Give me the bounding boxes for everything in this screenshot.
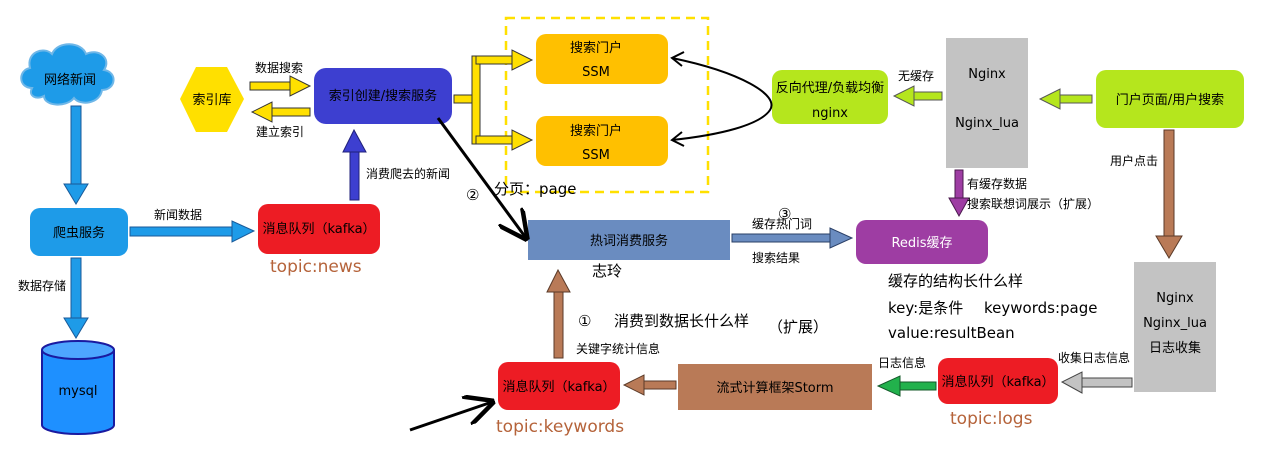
index-service-node: 索引创建/搜索服务 bbox=[314, 68, 452, 124]
arrow-log-info bbox=[876, 375, 937, 397]
index-store-label: 索引库 bbox=[192, 92, 231, 108]
index-service-label: 索引创建/搜索服务 bbox=[329, 88, 437, 104]
arrow-kafka-to-index-service bbox=[342, 128, 367, 201]
storm-label: 流式计算框架Storm bbox=[716, 381, 833, 396]
portal1-label: 搜索门户 bbox=[570, 40, 622, 56]
reverse-proxy-node: 反向代理/负载均衡 nginx bbox=[772, 70, 888, 124]
note-cache-structure: 缓存的结构长什么样 bbox=[888, 272, 1023, 290]
portal2-sub-label: SSM bbox=[582, 148, 610, 163]
arrow-cloud-to-crawler bbox=[63, 105, 89, 205]
nginx-top-node: Nginx Nginx_lua bbox=[946, 38, 1028, 168]
kafka-keywords-label: 消息队列（kafka） bbox=[502, 379, 615, 395]
note-step-3: ③ bbox=[778, 205, 791, 223]
arrow-crawler-to-mysql bbox=[63, 257, 89, 339]
edge-label-no-cache: 无缓存 bbox=[898, 69, 934, 83]
arrow-user-click bbox=[1155, 129, 1183, 259]
edge-label-user-click: 用户点击 bbox=[1110, 153, 1158, 168]
arrow-keyword-stats bbox=[546, 268, 571, 359]
note-step-2: ② bbox=[466, 186, 479, 204]
nginx-log-label: Nginx bbox=[1156, 291, 1194, 306]
kafka-logs-node: 消息队列（kafka） bbox=[938, 358, 1058, 404]
topic-logs-label: topic:logs bbox=[950, 409, 1033, 429]
nginx-log-node: Nginx Nginx_lua 日志收集 bbox=[1134, 262, 1216, 392]
crawler-node: 爬虫服务 bbox=[30, 208, 128, 256]
edge-label-news-data: 新闻数据 bbox=[154, 207, 202, 222]
edge-label-cache-hot: 缓存热门词 bbox=[752, 216, 812, 231]
edge-label-collect-log: 收集日志信息 bbox=[1058, 350, 1130, 365]
mysql-label: mysql bbox=[59, 384, 98, 399]
kafka-logs-label: 消息队列（kafka） bbox=[941, 374, 1054, 390]
arrow-collect-log bbox=[1060, 371, 1133, 394]
edge-label-search-result: 搜索结果 bbox=[752, 250, 800, 265]
storm-node: 流式计算框架Storm bbox=[678, 364, 872, 410]
arrow-crawler-to-kafka bbox=[129, 220, 256, 243]
note-value: value:resultBean bbox=[888, 324, 1015, 342]
news-cloud-label: 网络新闻 bbox=[44, 72, 96, 88]
edge-label-consume-news: 消费爬去的新闻 bbox=[366, 166, 450, 181]
arrow-into-kafka-keywords bbox=[409, 402, 492, 432]
edge-label-suggest: 搜索联想词展示（扩展） bbox=[967, 196, 1099, 211]
note-step-1: ① bbox=[578, 312, 591, 330]
crawler-label: 爬虫服务 bbox=[53, 225, 105, 241]
index-store-node: 索引库 bbox=[180, 67, 244, 132]
topic-news-label: topic:news bbox=[270, 257, 362, 277]
edge-label-data-search: 数据搜索 bbox=[255, 60, 303, 75]
arrow-cache-hot bbox=[731, 227, 854, 249]
hotword-service-node: 热词消费服务 bbox=[528, 220, 730, 260]
arrow-storm-to-kafka bbox=[622, 374, 677, 396]
kafka-news-label: 消息队列（kafka） bbox=[262, 221, 375, 237]
note-consume-shape: 消费到数据长什么样 bbox=[614, 312, 749, 330]
nginx-log-sub-label: Nginx_lua bbox=[1143, 316, 1207, 331]
edge-label-data-storage: 数据存储 bbox=[18, 278, 66, 293]
news-cloud-node: 网络新闻 bbox=[20, 43, 115, 106]
note-key: key:是条件 bbox=[888, 299, 963, 317]
reverse-proxy-label: 反向代理/负载均衡 bbox=[776, 80, 884, 96]
portal-ssm-node-1: 搜索门户 SSM bbox=[536, 34, 668, 84]
topic-keywords-label: topic:keywords bbox=[496, 417, 624, 437]
redis-node: Redis缓存 bbox=[856, 220, 988, 264]
portal-group-box bbox=[504, 16, 710, 194]
note-keywords-page: keywords:page bbox=[984, 299, 1097, 317]
hotword-label: 热词消费服务 bbox=[590, 233, 668, 249]
portal2-label: 搜索门户 bbox=[570, 123, 622, 139]
nginx-log-collect-label: 日志收集 bbox=[1149, 340, 1201, 356]
arrow-data-search bbox=[249, 75, 312, 97]
edge-label-keyword-stats: 关键字统计信息 bbox=[576, 341, 660, 356]
arrow-index-to-portals bbox=[453, 49, 534, 151]
note-extend: （扩展） bbox=[768, 318, 828, 336]
nginx-top-sub-label: Nginx_lua bbox=[955, 116, 1019, 131]
arrow-portal-to-nginx bbox=[1038, 88, 1093, 110]
portal-page-node: 门户页面/用户搜索 bbox=[1096, 70, 1244, 128]
arrow-proxy-to-portals bbox=[670, 51, 773, 147]
redis-label: Redis缓存 bbox=[891, 236, 952, 251]
portal-ssm-node-2: 搜索门户 SSM bbox=[536, 116, 668, 166]
mysql-node: mysql bbox=[41, 340, 115, 435]
arrow-has-cache bbox=[948, 169, 970, 218]
arrow-build-index bbox=[250, 101, 311, 123]
portal-page-label: 门户页面/用户搜索 bbox=[1116, 92, 1224, 108]
kafka-keywords-node: 消息队列（kafka） bbox=[498, 362, 620, 410]
kafka-news-node: 消息队列（kafka） bbox=[258, 204, 380, 254]
arrow-index-to-hotword bbox=[436, 117, 526, 238]
portal1-sub-label: SSM bbox=[582, 65, 610, 80]
reverse-proxy-sub-label: nginx bbox=[812, 106, 848, 121]
arrow-no-cache bbox=[892, 85, 943, 107]
note-zhiling: 志玲 bbox=[592, 262, 622, 280]
edge-label-build-index: 建立索引 bbox=[256, 124, 304, 139]
edge-label-log-info: 日志信息 bbox=[878, 355, 926, 370]
note-paging: 分页：page bbox=[494, 180, 576, 198]
edge-label-has-cache: 有缓存数据 bbox=[967, 176, 1027, 191]
nginx-top-label: Nginx bbox=[968, 67, 1006, 82]
